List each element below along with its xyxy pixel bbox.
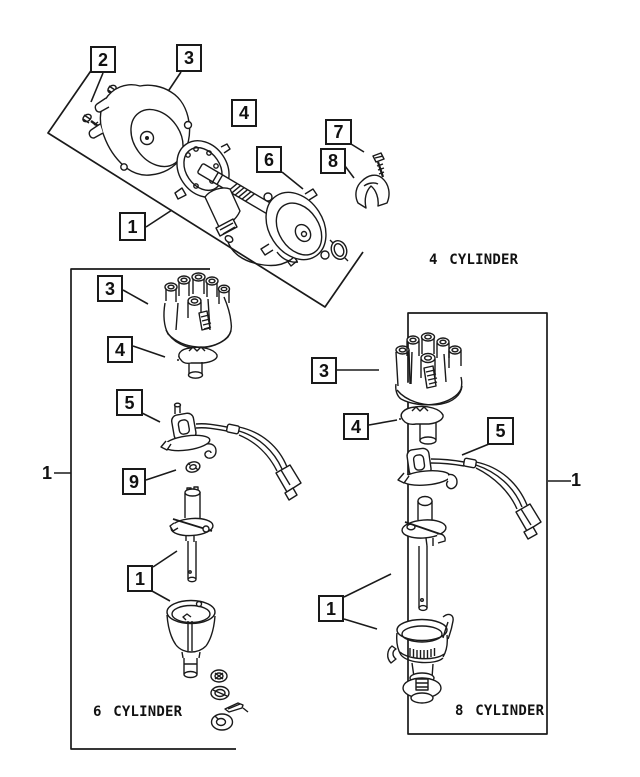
callout-label: 4: [350, 416, 361, 437]
callout-label: 1: [127, 216, 138, 237]
eight-cap-art: [395, 332, 463, 406]
callout-label: 1: [325, 598, 336, 619]
section-label-8-cylinder: 8 CYLINDER: [455, 703, 545, 719]
leader-lines: [54, 71, 571, 630]
cap-art: [88, 84, 193, 176]
callout-label: 2: [97, 49, 108, 70]
callout-label: 7: [333, 122, 344, 142]
clamp-and-bolt-art: [355, 152, 390, 209]
six-pickup-art: [160, 402, 302, 501]
callout-4cyl-4[interactable]: 4: [231, 99, 257, 127]
callout-6cyl-5[interactable]: 5: [116, 389, 143, 416]
callout-label: 4: [238, 103, 249, 123]
callout-6cyl-9[interactable]: 9: [122, 468, 146, 495]
eight-rotor-art: [399, 405, 444, 445]
eight-cylinder-assembly-art: [387, 332, 542, 704]
callout-6cyl-4[interactable]: 4: [107, 336, 133, 363]
four-cylinder-assembly-art: [82, 84, 390, 267]
six-cap-towers: [164, 272, 231, 318]
six-cylinder-frame: [70, 268, 236, 750]
callout-4cyl-8[interactable]: 8: [320, 148, 346, 174]
callout-label: 1: [134, 568, 145, 589]
six-shaft-art: [169, 486, 214, 583]
four-cylinder-frame: [47, 61, 364, 308]
callout-label: 4: [114, 339, 125, 360]
six-hardware-art: [210, 669, 249, 731]
callout-8cyl-3[interactable]: 3: [311, 357, 337, 384]
assembly-ref-6cyl[interactable]: 1: [42, 463, 53, 483]
callout-6cyl-1[interactable]: 1: [127, 565, 153, 592]
callout-4cyl-3[interactable]: 3: [176, 44, 202, 72]
callout-label: 5: [124, 392, 135, 413]
six-cap-art: [163, 272, 233, 349]
callout-8cyl-4[interactable]: 4: [343, 413, 369, 440]
callout-label: 9: [128, 471, 139, 492]
eight-base-art: [387, 613, 454, 704]
callout-4cyl-6[interactable]: 6: [256, 146, 282, 173]
callout-label: 3: [318, 360, 329, 381]
callout-4cyl-2[interactable]: 2: [90, 46, 116, 73]
eight-pickup-art: [397, 447, 542, 540]
six-cylinder-assembly-art: [160, 272, 302, 731]
callout-8cyl-1[interactable]: 1: [318, 595, 344, 622]
callout-label: 8: [327, 151, 338, 171]
vacuum-advance-art: [204, 187, 298, 267]
callout-8cyl-5[interactable]: 5: [487, 417, 514, 445]
section-label-6-cylinder: 6 CYLINDER: [93, 704, 183, 720]
o-ring-art: [329, 239, 349, 262]
housing-art: [260, 188, 330, 263]
six-rotor-art: [177, 346, 218, 379]
callout-label: 6: [263, 149, 274, 170]
callout-label: 3: [183, 48, 194, 68]
eight-shaft-art: [401, 495, 447, 612]
callout-4cyl-7[interactable]: 7: [325, 119, 352, 145]
eight-cap-towers: [395, 332, 462, 387]
six-base-art: [166, 599, 216, 679]
callout-4cyl-1[interactable]: 1: [119, 212, 146, 241]
callout-6cyl-3[interactable]: 3: [97, 275, 123, 302]
assembly-ref-8cyl[interactable]: 1: [571, 470, 582, 490]
section-label-4-cylinder: 4 CYLINDER: [429, 252, 519, 268]
callout-label: 3: [104, 278, 115, 299]
callout-label: 5: [495, 421, 506, 441]
six-nut-art: [185, 461, 201, 473]
